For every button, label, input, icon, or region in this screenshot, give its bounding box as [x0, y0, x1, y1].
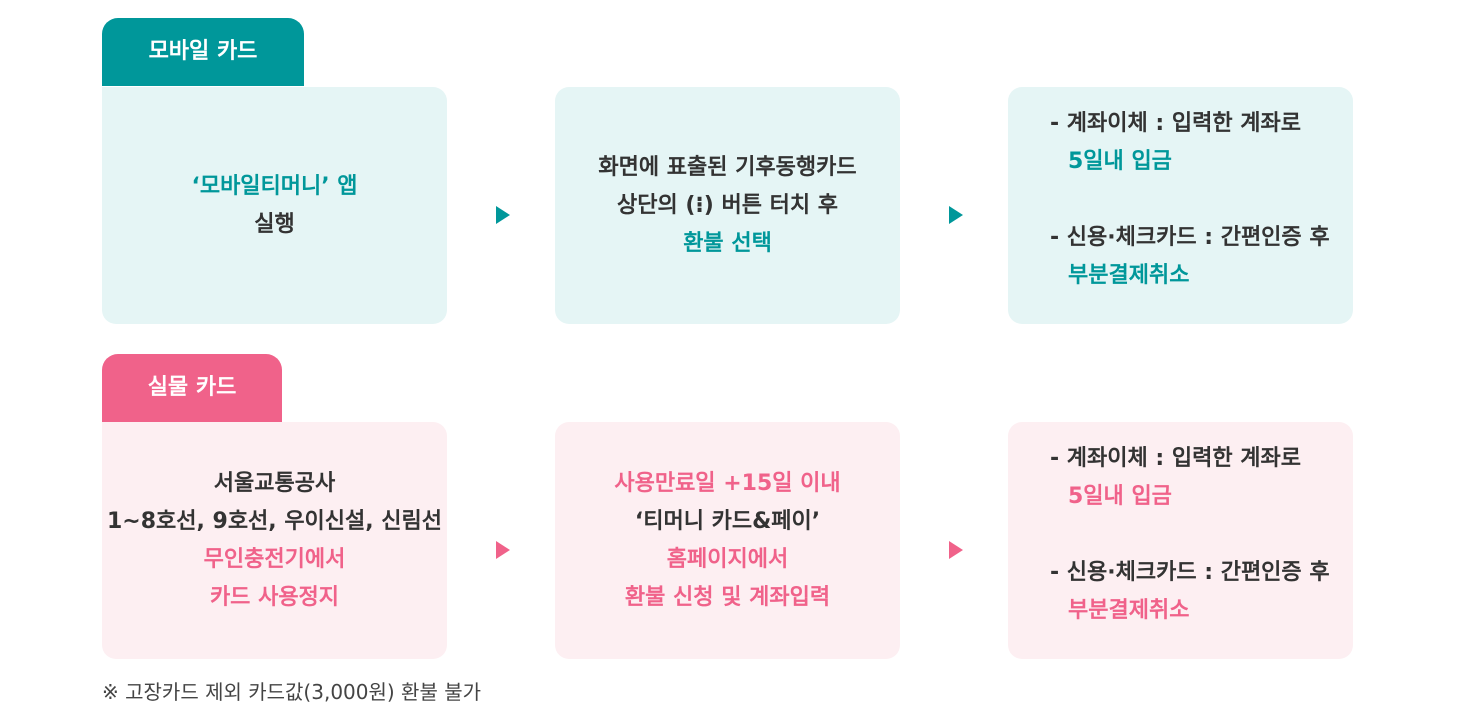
mobile-step2-line2: 상단의 (⁝) 버튼 터치 후 — [616, 192, 839, 218]
physical-step3-item1-value: 5일내 입금 — [1068, 484, 1172, 509]
arrow-right-icon — [496, 206, 510, 224]
arrow-right-icon — [496, 541, 510, 559]
physical-step1-line1: 서울교통공사 — [213, 470, 336, 496]
physical-step2-line2: ‘티머니 카드&페이’ — [634, 508, 821, 534]
mobile-step2-line1: 화면에 표출된 기후동행카드 — [598, 154, 857, 180]
mobile-step2-line3: 환불 선택 — [683, 230, 772, 256]
mobile-step3-item2-value: 부분결제취소 — [1068, 263, 1190, 288]
mobile-step1-box: ‘모바일티머니’ 앱 실행 — [102, 87, 447, 324]
mobile-step1-line2: 실행 — [254, 211, 295, 237]
physical-step1-box: 서울교통공사 1~8호선, 9호선, 우이신설, 신림선 무인충전기에서 카드 … — [102, 422, 447, 659]
physical-step1-line3: 무인충전기에서 — [203, 546, 346, 572]
physical-step1-line2: 1~8호선, 9호선, 우이신설, 신림선 — [106, 508, 443, 534]
mobile-step3-item2-label: - 신용·체크카드 : 간편인증 후 — [1050, 225, 1330, 250]
mobile-step3-box: - 계좌이체 : 입력한 계좌로 5일내 입금 - 신용·체크카드 : 간편인증… — [1008, 87, 1353, 324]
arrow-right-icon — [949, 541, 963, 559]
arrow-right-icon — [949, 206, 963, 224]
mobile-step3-item1-label: - 계좌이체 : 입력한 계좌로 — [1050, 111, 1301, 136]
physical-step3-item2-value: 부분결제취소 — [1068, 598, 1190, 623]
physical-step3-box: - 계좌이체 : 입력한 계좌로 5일내 입금 - 신용·체크카드 : 간편인증… — [1008, 422, 1353, 659]
mobile-card-tab: 모바일 카드 — [102, 18, 304, 86]
physical-step3-item2-label: - 신용·체크카드 : 간편인증 후 — [1050, 560, 1330, 585]
physical-card-tab: 실물 카드 — [102, 354, 282, 422]
mobile-step1-line1: ‘모바일티머니’ 앱 — [191, 173, 358, 199]
physical-step3-item1-label: - 계좌이체 : 입력한 계좌로 — [1050, 446, 1301, 471]
physical-step2-line4: 환불 신청 및 계좌입력 — [624, 584, 831, 610]
mobile-step3-item1-value: 5일내 입금 — [1068, 149, 1172, 174]
refund-note: ※ 고장카드 제외 카드값(3,000원) 환불 불가 — [102, 680, 482, 704]
mobile-step2-box: 화면에 표출된 기후동행카드 상단의 (⁝) 버튼 터치 후 환불 선택 — [555, 87, 900, 324]
physical-step2-line1: 사용만료일 +15일 이내 — [614, 470, 841, 496]
physical-step1-line4: 카드 사용정지 — [209, 584, 340, 610]
physical-step2-box: 사용만료일 +15일 이내 ‘티머니 카드&페이’ 홈페이지에서 환불 신청 및… — [555, 422, 900, 659]
physical-step2-line3: 홈페이지에서 — [666, 546, 789, 572]
